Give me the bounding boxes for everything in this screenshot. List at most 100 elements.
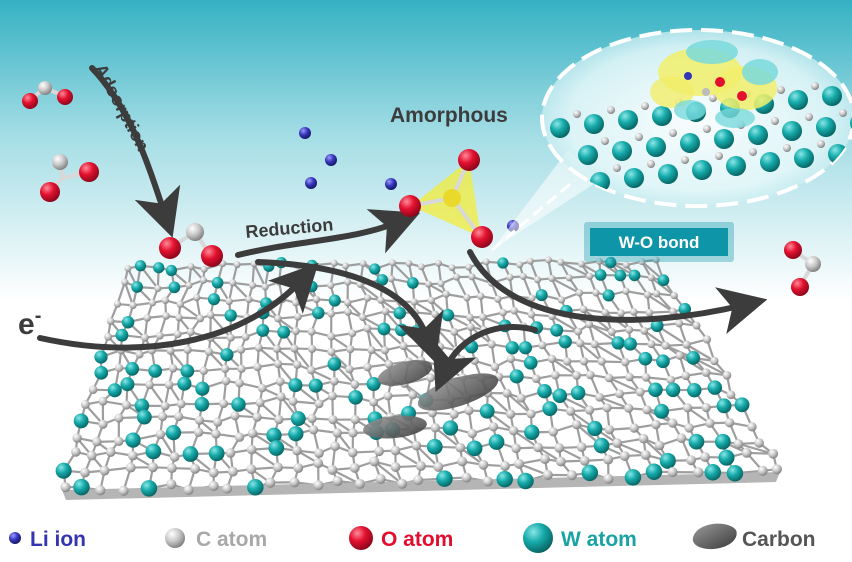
w-atom	[659, 452, 676, 469]
c-atom	[118, 485, 129, 496]
c-atom	[114, 436, 124, 447]
w-atom	[231, 397, 246, 412]
c-atom	[424, 280, 433, 288]
w-atom	[406, 277, 419, 289]
w-atom	[505, 341, 519, 355]
w-atom	[524, 424, 540, 441]
c-atom	[607, 106, 615, 114]
w-atom	[593, 437, 610, 454]
w-atom	[638, 351, 653, 366]
c-atom	[579, 357, 589, 366]
c-atom	[613, 164, 621, 172]
c-atom	[99, 465, 110, 476]
c-atom	[411, 440, 422, 451]
c-atom	[430, 423, 441, 433]
o-atom	[784, 241, 802, 259]
w-atom	[466, 440, 483, 457]
c-atom	[419, 341, 428, 350]
w-atom	[726, 464, 744, 482]
w-atom	[180, 364, 195, 378]
c-atom	[384, 360, 394, 369]
w-atom	[441, 308, 455, 322]
c-atom	[354, 478, 365, 489]
w-atom	[426, 438, 443, 455]
c-atom	[494, 295, 502, 303]
w-atom	[136, 409, 152, 425]
c-atom	[72, 433, 82, 443]
c-atom	[273, 359, 283, 368]
w-atom	[687, 382, 702, 398]
c-atom	[527, 310, 536, 319]
c-atom	[272, 462, 283, 473]
w-atom	[115, 328, 129, 342]
electron-symbol: e	[18, 308, 35, 341]
c-atom	[344, 278, 352, 286]
w-atom	[517, 472, 534, 490]
c-atom	[169, 452, 180, 462]
c-atom	[638, 258, 646, 266]
c-atom	[661, 341, 670, 350]
c-atom	[640, 326, 649, 335]
c-atom	[510, 306, 519, 315]
c-atom	[448, 264, 456, 272]
c-atom	[641, 102, 649, 110]
c-atom	[397, 478, 408, 489]
c-atom	[208, 480, 219, 492]
w-atom	[393, 306, 406, 320]
w-atom	[704, 464, 722, 481]
c-atom	[839, 109, 847, 117]
w-atom	[73, 413, 89, 429]
c-atom	[145, 380, 154, 390]
c-atom	[246, 464, 257, 475]
c-atom	[811, 82, 819, 90]
c-atom	[442, 290, 450, 298]
legend-li-symbol	[9, 532, 21, 544]
c-atom	[381, 307, 390, 316]
c-atom	[413, 475, 424, 486]
w-atom	[654, 403, 670, 419]
c-atom	[586, 272, 594, 280]
o-atom	[458, 149, 480, 171]
c-atom	[654, 440, 665, 451]
w-atom	[327, 357, 342, 371]
c-atom	[805, 113, 813, 121]
w-o-bond-box	[590, 228, 728, 256]
c-atom	[557, 258, 565, 266]
w-atom	[182, 446, 199, 462]
w-atom	[140, 480, 158, 497]
w-atom	[220, 348, 234, 362]
w-atom	[707, 380, 723, 395]
w-atom	[376, 274, 389, 286]
w-atom	[348, 390, 363, 405]
c-atom	[208, 467, 219, 478]
w-atom	[816, 117, 836, 137]
c-atom	[667, 467, 678, 478]
c-atom	[506, 354, 516, 364]
c-atom	[575, 289, 584, 297]
w-atom	[652, 106, 672, 126]
c-atom	[327, 332, 336, 341]
w-atom	[612, 141, 632, 161]
c-atom	[211, 429, 221, 439]
c-atom	[327, 464, 338, 475]
w-atom	[208, 445, 225, 462]
c-atom	[597, 357, 606, 366]
w-atom	[628, 269, 641, 282]
o-atom	[399, 195, 421, 217]
c-atom	[183, 345, 192, 354]
c-atom	[466, 323, 475, 332]
c-atom	[272, 344, 282, 353]
c-atom	[274, 415, 284, 425]
c-atom	[701, 403, 711, 413]
c-atom	[369, 397, 379, 407]
c-atom	[604, 373, 614, 383]
w-atom	[618, 110, 638, 130]
legend-o-label: O atom	[381, 528, 453, 551]
c-atom	[343, 298, 352, 307]
bubble-atoms	[550, 40, 852, 192]
c-atom	[817, 140, 825, 148]
c-atom	[443, 189, 461, 207]
w-atom	[602, 289, 615, 302]
c-atom	[635, 387, 645, 397]
w-atom	[134, 260, 147, 272]
